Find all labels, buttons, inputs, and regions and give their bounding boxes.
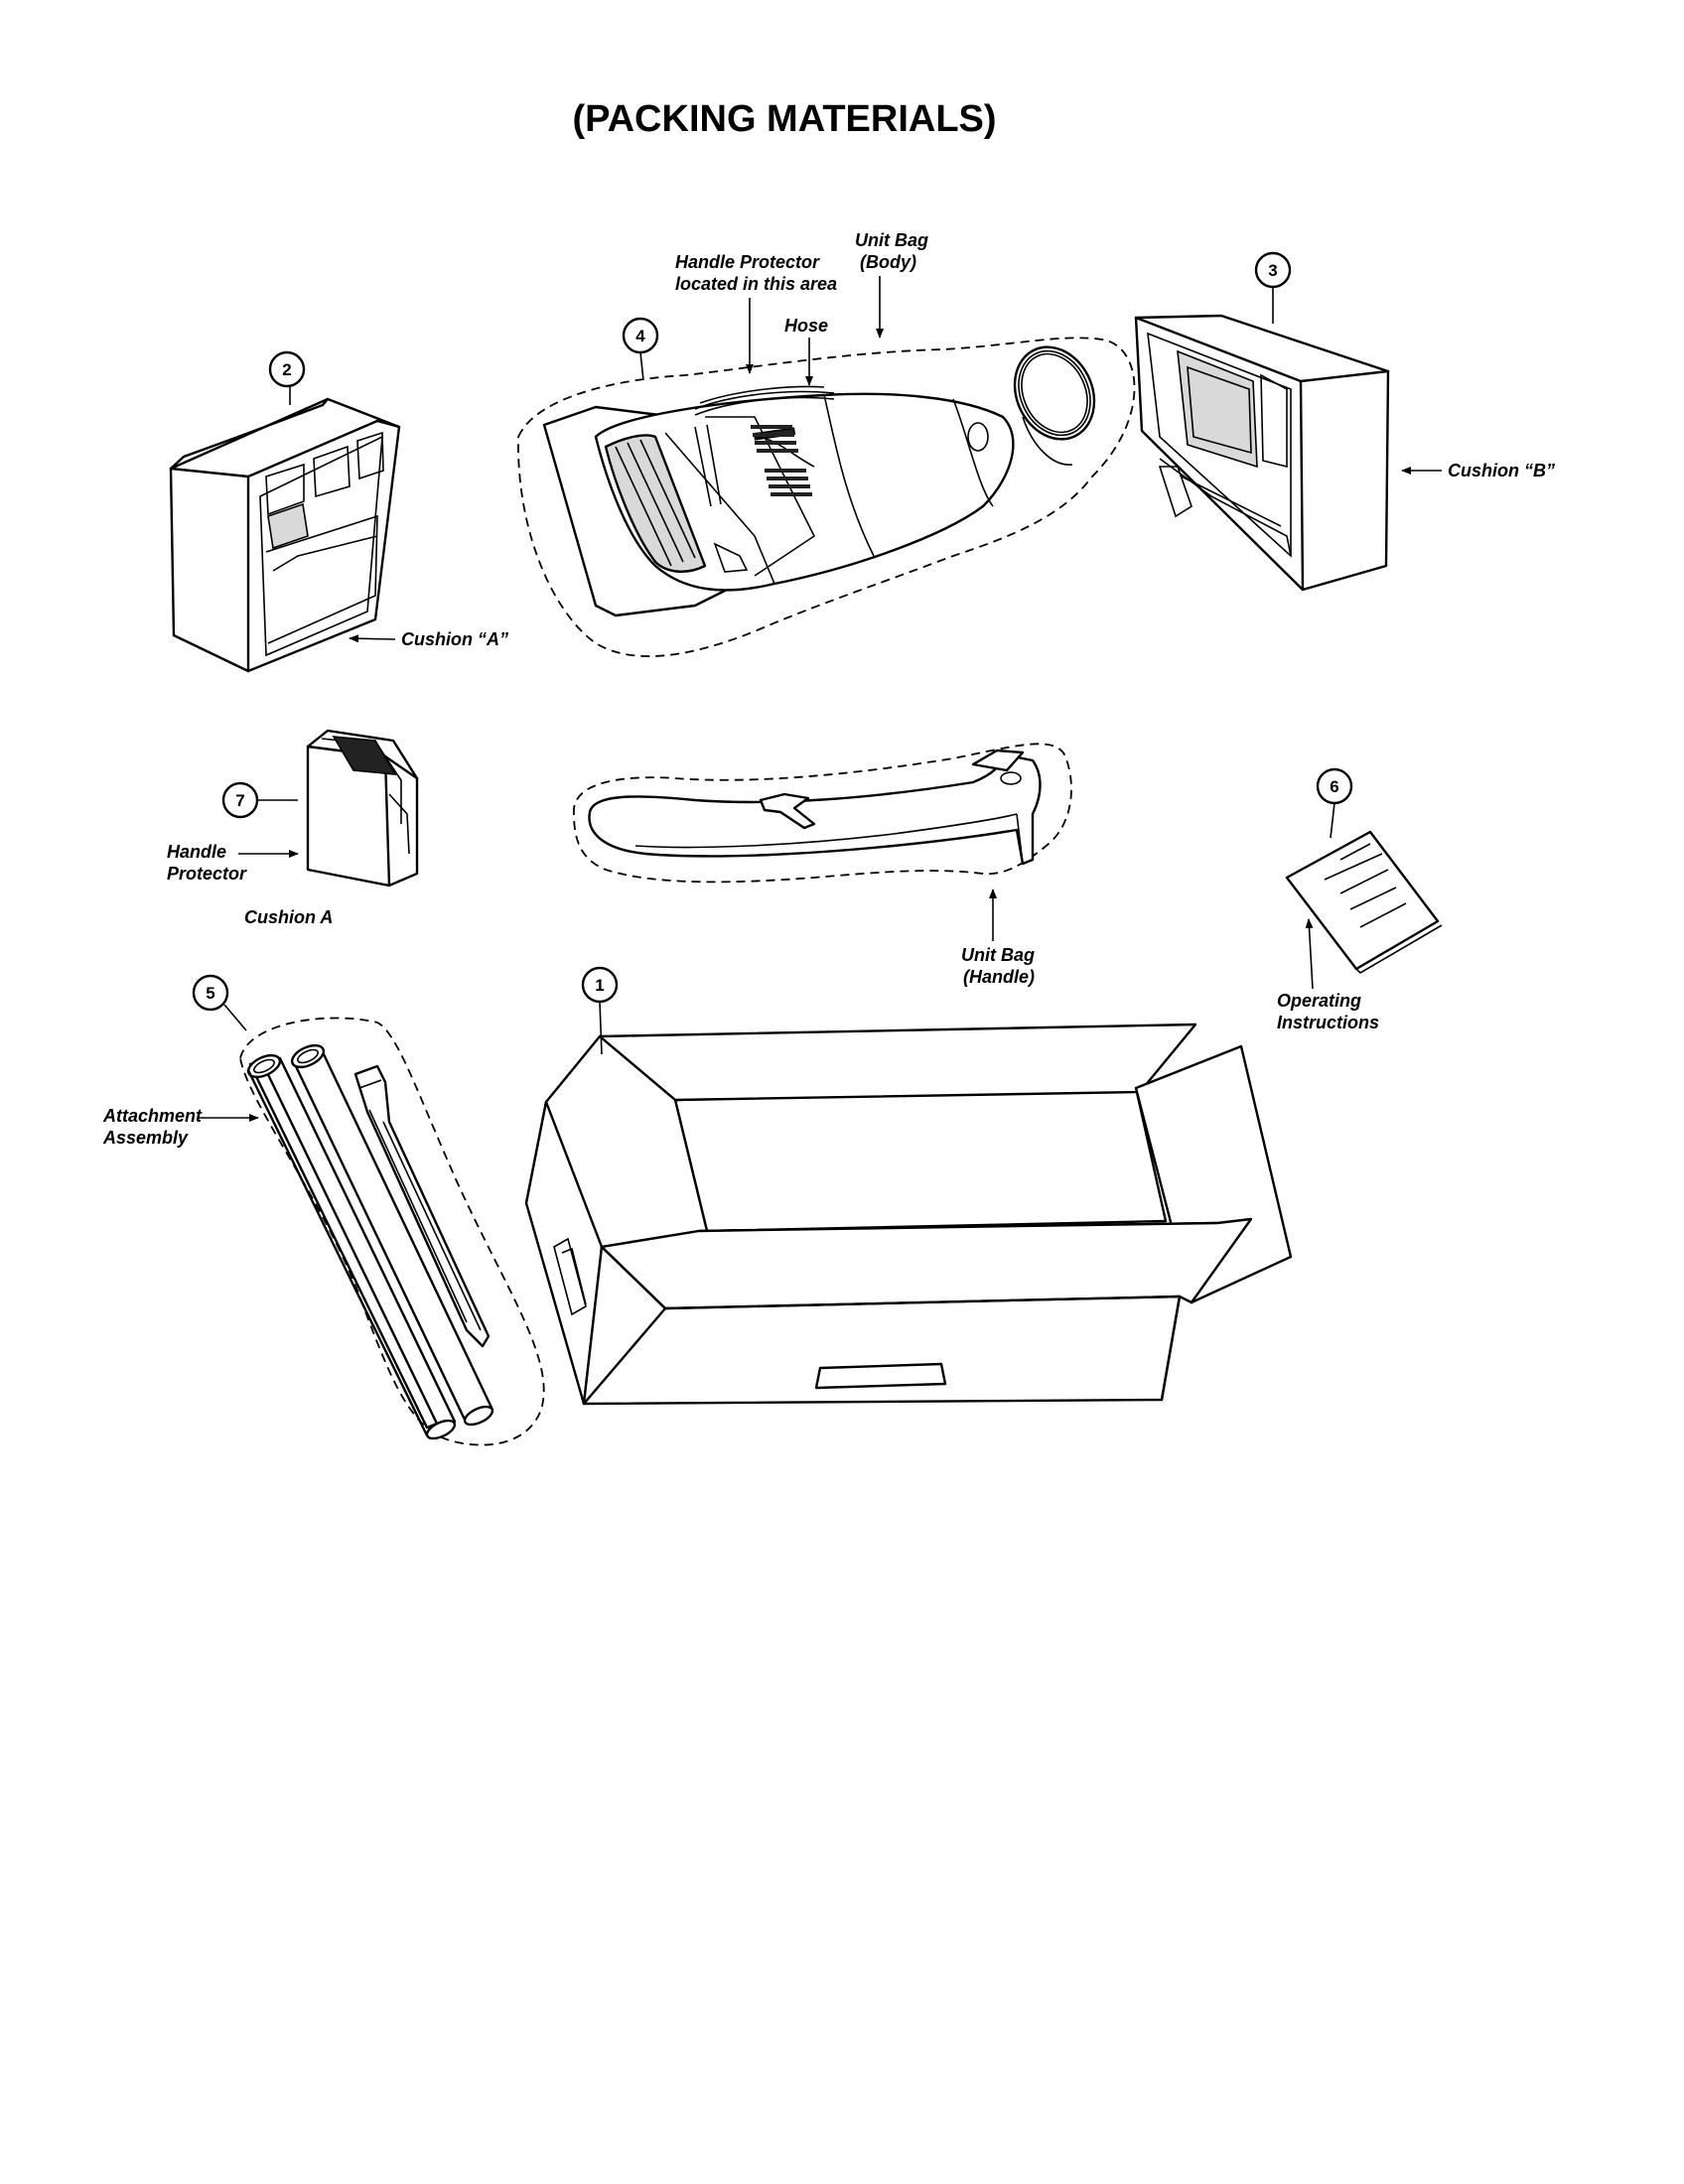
label-cushion-a-caption: Cushion A	[244, 907, 333, 927]
label-unit-bag-handle-1: Unit Bag	[961, 945, 1035, 965]
label-handle-protector-1: Handle	[167, 842, 226, 862]
part-number-6: 6	[1330, 777, 1338, 796]
label-handle-protector-located-1: Handle Protector	[675, 252, 820, 272]
label-hose: Hose	[784, 316, 828, 336]
part-number-1: 1	[595, 976, 604, 995]
unit-bag-handle-illustration	[573, 743, 1072, 884]
label-attachment-assembly-1: Attachment	[102, 1106, 203, 1126]
label-attachment-assembly-2: Assembly	[102, 1128, 189, 1148]
label-operating-instructions-2: Instructions	[1277, 1013, 1379, 1032]
label-handle-protector-located-2: located in this area	[675, 274, 837, 294]
label-cushion-b: Cushion “B”	[1448, 461, 1555, 480]
label-unit-bag-handle-2: (Handle)	[963, 967, 1035, 987]
part-number-2: 2	[282, 360, 291, 379]
label-unit-bag-body-1: Unit Bag	[855, 230, 928, 250]
part-number-3: 3	[1268, 261, 1277, 280]
operating-instructions-illustration	[1285, 830, 1443, 975]
label-handle-protector-2: Protector	[167, 864, 247, 884]
page-title: (PACKING MATERIALS)	[572, 98, 996, 140]
carton-box-illustration	[524, 1023, 1293, 1406]
cushion-a-illustration	[169, 397, 401, 673]
label-unit-bag-body-2: (Body)	[860, 252, 916, 272]
part-number-5: 5	[206, 984, 214, 1003]
part-number-4: 4	[635, 327, 645, 345]
label-operating-instructions-1: Operating	[1277, 991, 1361, 1011]
unit-bag-body-illustration	[517, 337, 1136, 657]
attachment-assembly-illustration	[239, 1017, 545, 1446]
label-cushion-a: Cushion “A”	[401, 629, 508, 649]
handle-protector-illustration	[306, 729, 419, 887]
cushion-b-illustration	[1134, 314, 1390, 592]
part-number-7: 7	[235, 791, 244, 810]
